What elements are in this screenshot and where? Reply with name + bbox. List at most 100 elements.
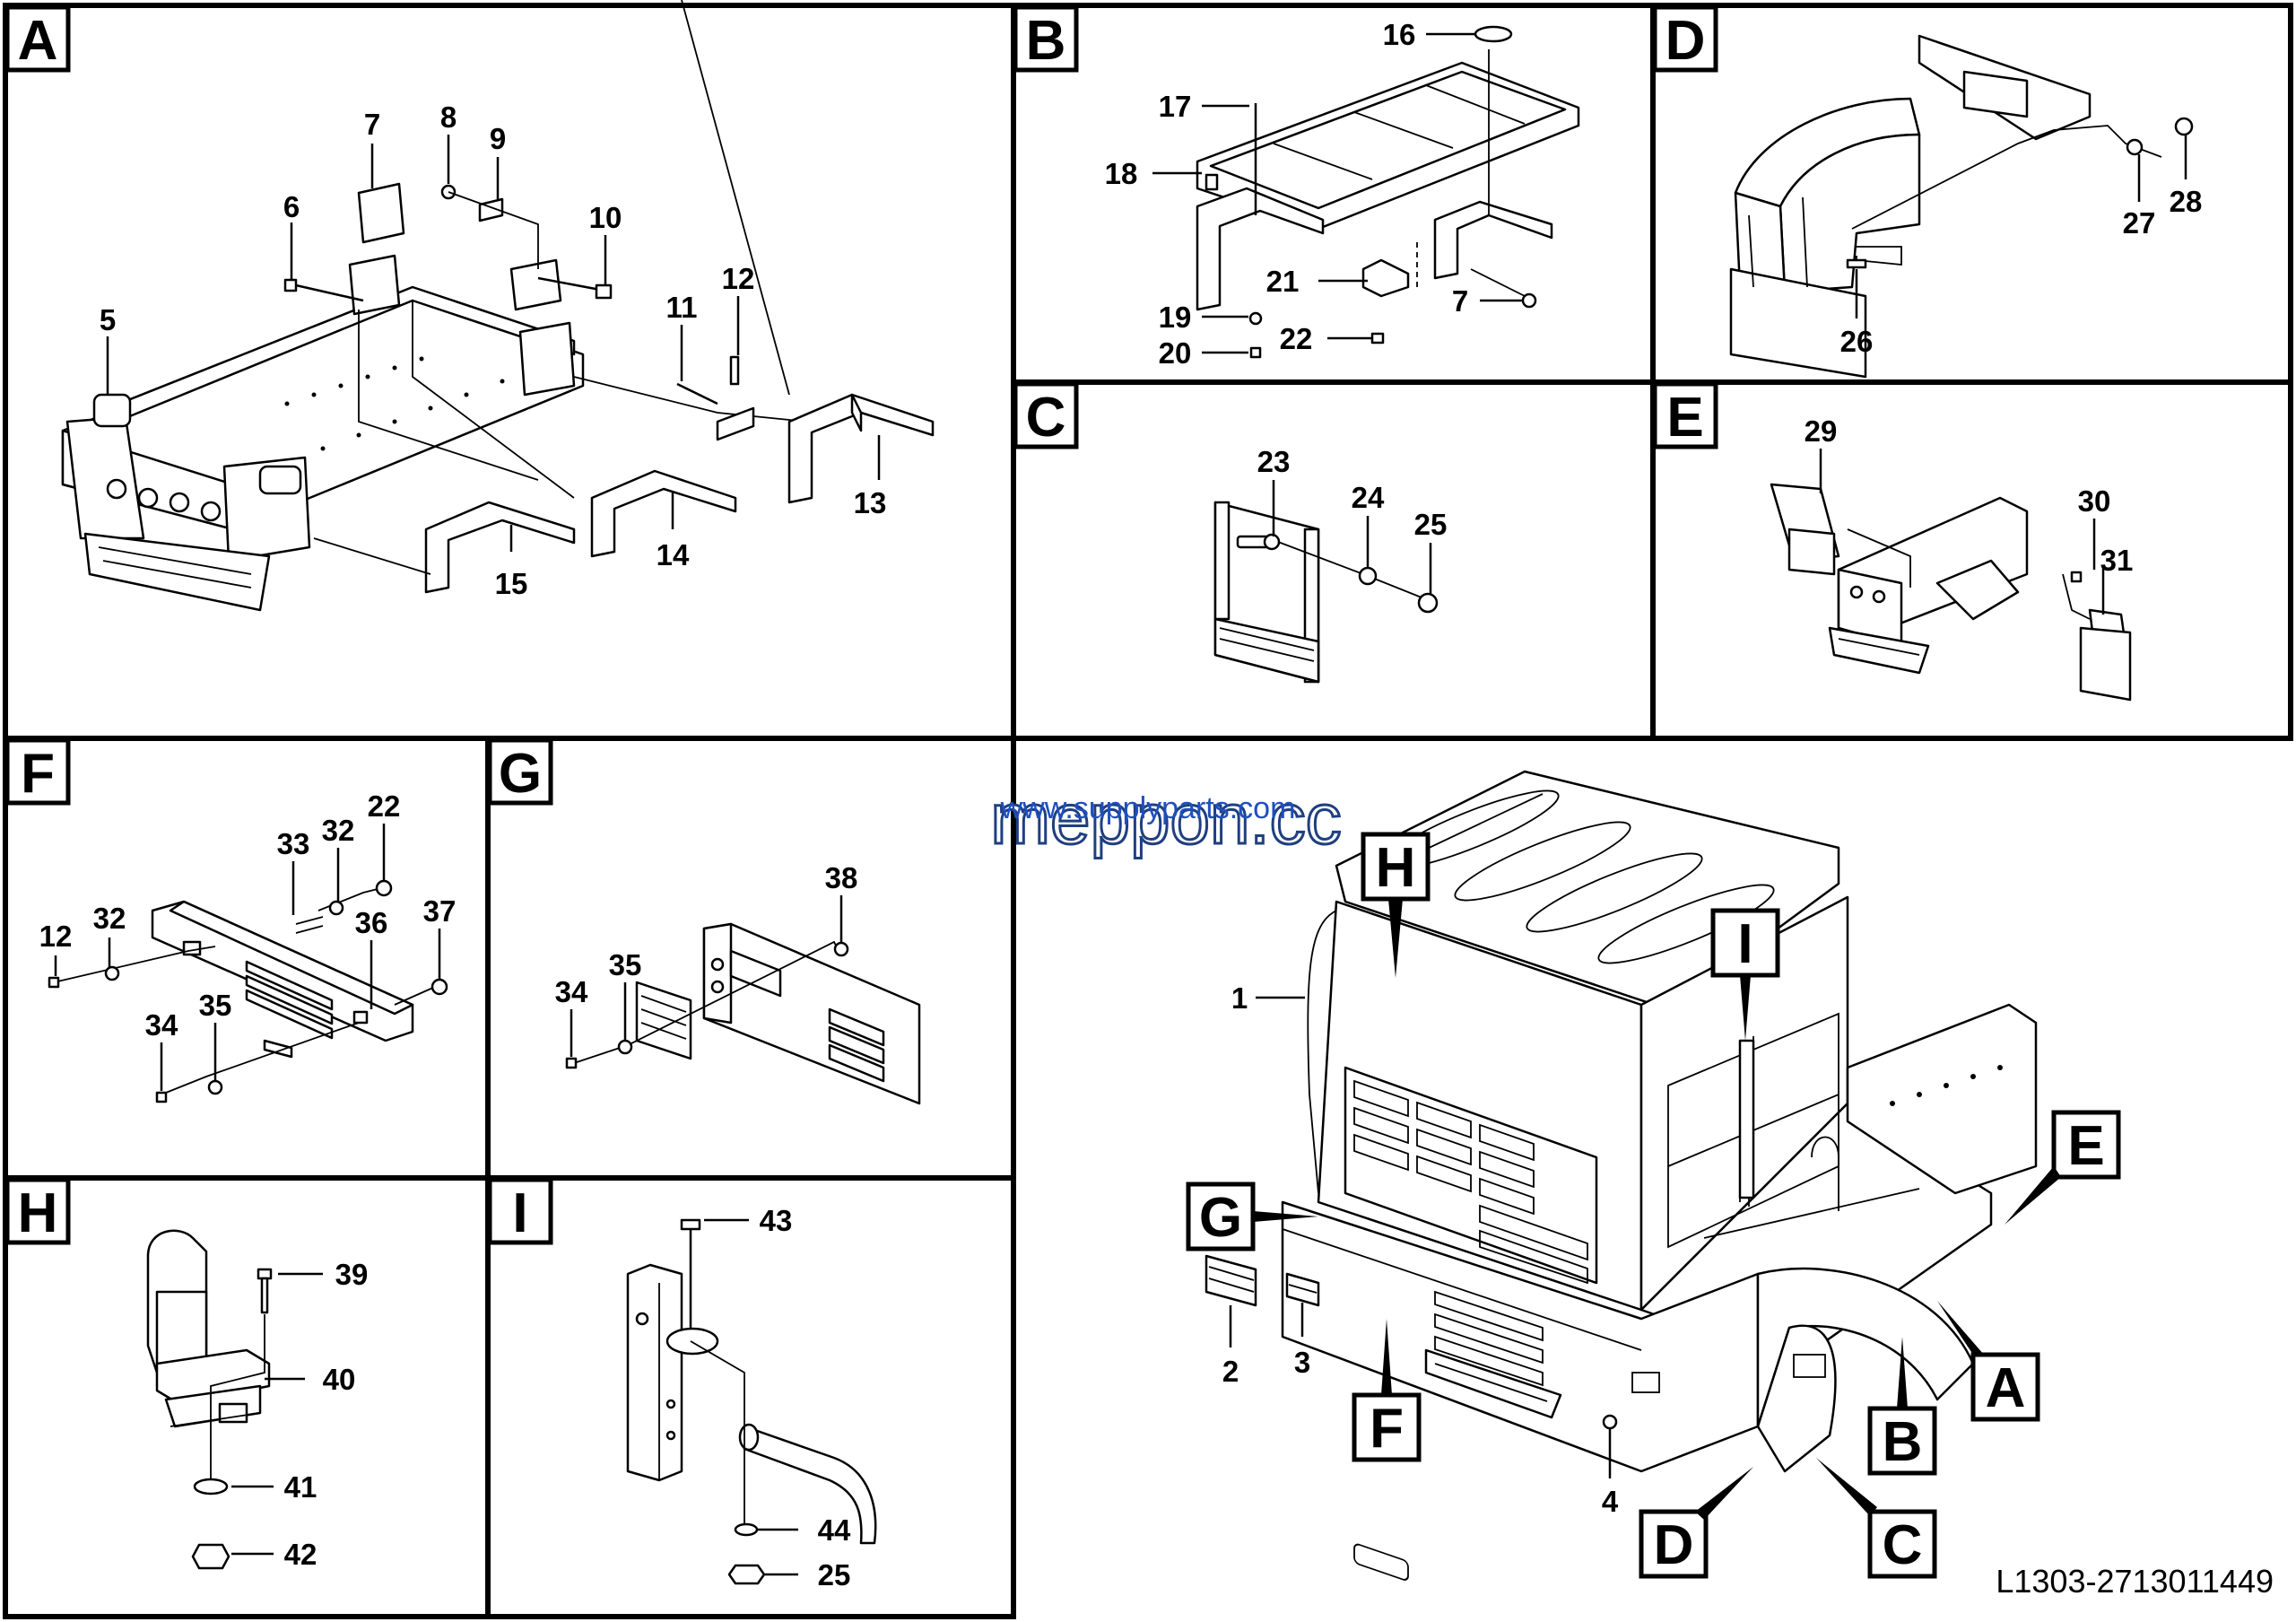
svg-text:G: G bbox=[1199, 1187, 1242, 1249]
panel-tag-i-label: I bbox=[512, 1182, 527, 1244]
panel-tag-b-label: B bbox=[1026, 10, 1066, 72]
panel-tag-d-label: D bbox=[1665, 10, 1706, 72]
callout-main-2: 2 bbox=[1222, 1355, 1239, 1388]
panel-d-callouts: 26 27 28 bbox=[1840, 135, 2203, 358]
callout-b-17: 17 bbox=[1159, 90, 1192, 123]
callout-a-15: 15 bbox=[495, 567, 528, 600]
overview-tag-e: E bbox=[2005, 1110, 2121, 1225]
callout-a-10: 10 bbox=[589, 201, 622, 234]
svg-text:F: F bbox=[1370, 1398, 1404, 1460]
svg-text:B: B bbox=[1883, 1411, 1923, 1473]
panel-c-callouts: 23 24 25 bbox=[1257, 445, 1447, 594]
panel-g-drawing bbox=[565, 922, 921, 1105]
panel-tag-f: F bbox=[4, 737, 71, 806]
panel-tag-e: E bbox=[1652, 381, 1718, 449]
panel-i-drawing bbox=[626, 1218, 877, 1585]
callout-a-11: 11 bbox=[666, 291, 698, 324]
overview-tag-d: D bbox=[1639, 1467, 1753, 1579]
overview-tag-a: A bbox=[1937, 1301, 2040, 1422]
panel-e-frame bbox=[1650, 379, 2293, 741]
panel-tag-h: H bbox=[4, 1177, 71, 1245]
overview-drawing bbox=[1205, 770, 2038, 1581]
overview-tag-f: F bbox=[1352, 1319, 1422, 1462]
svg-text:E: E bbox=[2067, 1115, 2104, 1177]
callout-b-7: 7 bbox=[1452, 284, 1468, 318]
panel-b-callouts: 16 17 18 19 20 21 22 7 bbox=[1105, 18, 1523, 370]
callout-a-5: 5 bbox=[100, 303, 116, 336]
callout-b-20: 20 bbox=[1159, 336, 1192, 370]
callout-h-41: 41 bbox=[284, 1470, 317, 1504]
callout-b-21: 21 bbox=[1266, 265, 1300, 298]
panel-h-drawing bbox=[146, 1229, 273, 1570]
panel-e-callouts: 29 30 31 bbox=[1805, 414, 2134, 615]
callout-a-13: 13 bbox=[854, 486, 887, 519]
drawing-code: L1303-2713011449 bbox=[1996, 1563, 2274, 1600]
callout-f-36: 36 bbox=[355, 906, 388, 939]
panel-g-callouts: 38 34 35 bbox=[555, 861, 858, 1057]
callout-d-28: 28 bbox=[2170, 185, 2203, 218]
callout-main-4: 4 bbox=[1602, 1485, 1619, 1518]
overview-tag-b: B bbox=[1867, 1337, 1937, 1476]
panel-d-drawing bbox=[1729, 34, 2194, 379]
panel-i-callouts: 43 44 25 bbox=[704, 1204, 851, 1591]
panel-tags: A B C D E F G H bbox=[4, 4, 1718, 1245]
callout-a-14: 14 bbox=[657, 538, 690, 571]
panel-f-drawing bbox=[48, 879, 448, 1103]
callout-a-9: 9 bbox=[490, 122, 506, 155]
panel-tag-b: B bbox=[1013, 4, 1079, 73]
callout-f-12: 12 bbox=[39, 920, 73, 953]
panel-c-drawing bbox=[1213, 501, 1439, 684]
callout-i-44: 44 bbox=[818, 1513, 851, 1547]
svg-text:H: H bbox=[1376, 837, 1416, 899]
callout-e-31: 31 bbox=[2100, 544, 2134, 577]
overview-tags: H I G E A B F bbox=[1186, 832, 2121, 1579]
watermark: meppon.cc www.supplyparts.com bbox=[989, 778, 1343, 860]
callout-b-16: 16 bbox=[1383, 18, 1416, 51]
callout-b-19: 19 bbox=[1159, 301, 1192, 334]
callout-a-8: 8 bbox=[440, 100, 457, 134]
callout-main-3: 3 bbox=[1294, 1346, 1310, 1379]
panel-tag-a: A bbox=[4, 4, 71, 73]
callout-a-6: 6 bbox=[283, 190, 300, 223]
panel-c-frame bbox=[1011, 379, 1656, 741]
panel-tag-g-label: G bbox=[499, 743, 542, 805]
panel-tag-d: D bbox=[1652, 4, 1718, 73]
panel-a-drawing bbox=[61, 0, 935, 612]
watermark-brand: meppon.cc bbox=[990, 779, 1341, 859]
callout-main-1: 1 bbox=[1231, 981, 1248, 1015]
callout-g-38: 38 bbox=[825, 861, 858, 894]
callout-d-27: 27 bbox=[2123, 206, 2156, 240]
panel-h-callouts: 39 40 41 42 bbox=[231, 1258, 368, 1571]
callout-c-23: 23 bbox=[1257, 445, 1291, 478]
panel-tag-a-label: A bbox=[18, 10, 58, 72]
panel-a-callouts: 5 6 7 8 9 10 11 12 13 14 15 bbox=[100, 100, 887, 600]
callout-h-39: 39 bbox=[335, 1258, 369, 1291]
panel-tag-f-label: F bbox=[21, 743, 55, 805]
callout-h-42: 42 bbox=[284, 1538, 317, 1571]
callout-f-33: 33 bbox=[277, 827, 310, 860]
callout-d-26: 26 bbox=[1840, 325, 1874, 358]
panel-f-callouts: 12 32 33 32 22 36 37 34 35 bbox=[39, 789, 456, 1091]
callout-i-25: 25 bbox=[818, 1558, 851, 1591]
callout-e-30: 30 bbox=[2078, 484, 2111, 518]
callout-b-22: 22 bbox=[1280, 322, 1313, 355]
callout-i-43: 43 bbox=[760, 1204, 793, 1237]
callout-g-35: 35 bbox=[609, 948, 642, 981]
svg-text:A: A bbox=[1986, 1357, 2026, 1419]
overview-tag-c: C bbox=[1816, 1458, 1937, 1579]
panel-tag-c: C bbox=[1013, 381, 1079, 449]
callout-g-34: 34 bbox=[555, 975, 588, 1008]
panel-i-frame bbox=[485, 1175, 1016, 1619]
svg-text:D: D bbox=[1654, 1514, 1694, 1576]
callout-e-29: 29 bbox=[1805, 414, 1838, 448]
overview-tag-i: I bbox=[1710, 908, 1780, 1041]
overview-tag-h: H bbox=[1361, 832, 1431, 978]
panel-e-drawing bbox=[1770, 483, 2132, 702]
panel-tag-c-label: C bbox=[1026, 387, 1066, 449]
panel-tag-g: G bbox=[487, 737, 553, 806]
callout-f-34: 34 bbox=[145, 1008, 178, 1042]
svg-text:C: C bbox=[1883, 1514, 1923, 1576]
callout-b-18: 18 bbox=[1105, 157, 1138, 190]
panel-tag-i: I bbox=[487, 1177, 553, 1245]
